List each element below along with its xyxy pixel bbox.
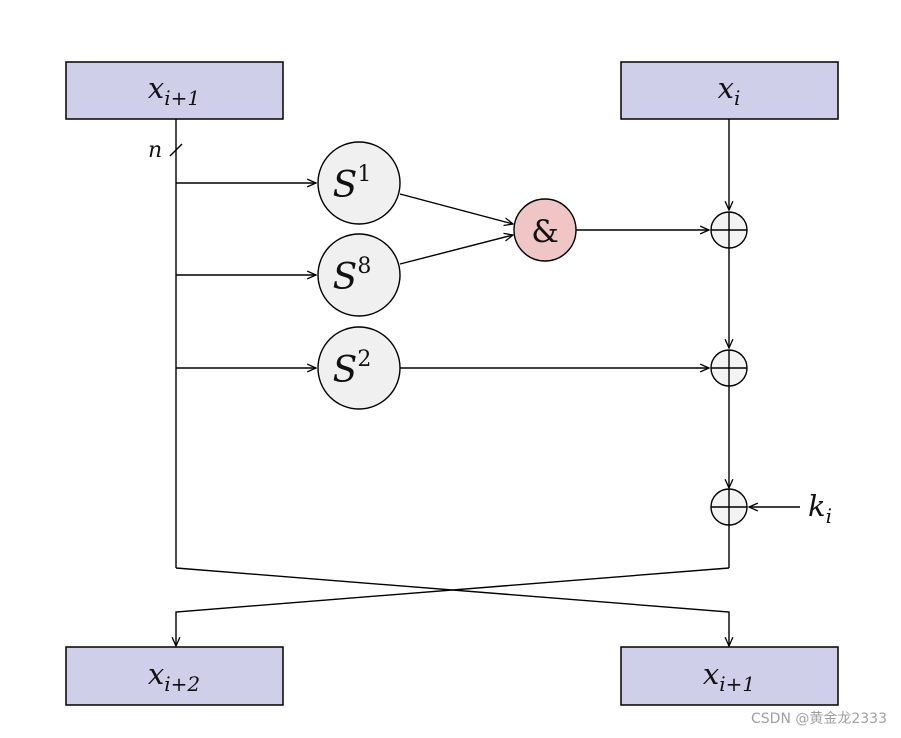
box-bottom-left-sub: i+2	[164, 672, 200, 696]
svg-text:S8: S8	[333, 254, 372, 298]
csdn-watermark: CSDN @黄金龙2333	[751, 711, 887, 727]
key-main: k	[808, 489, 826, 523]
s8-sup: 8	[357, 254, 371, 279]
svg-text:xi+1: xi+1	[148, 71, 200, 110]
key-label: ki	[808, 489, 832, 528]
s8-main: S	[333, 257, 358, 298]
shift-node-s1: S1	[317, 141, 401, 225]
xor-node-3	[710, 488, 748, 526]
s1-to-and-line	[399, 193, 513, 224]
xor-node-2	[710, 349, 748, 387]
box-bottom-right-sub: i+1	[719, 672, 755, 696]
box-top-right: xi	[620, 61, 839, 120]
s2-sup: 2	[357, 347, 371, 372]
svg-text:xi+2: xi+2	[148, 657, 200, 696]
width-slash-mark	[169, 143, 183, 157]
s1-sup: 1	[357, 162, 371, 187]
box-top-right-sub: i	[734, 86, 740, 110]
key-sub: i	[826, 504, 832, 528]
svg-text:xi: xi	[718, 71, 741, 110]
s8-to-and-line	[399, 235, 513, 265]
box-top-left-main: x	[148, 71, 164, 105]
s2-main: S	[333, 350, 358, 391]
right-to-left-cross-path	[176, 567, 730, 646]
box-bottom-left: xi+2	[65, 646, 284, 706]
box-top-left: xi+1	[65, 61, 284, 120]
shift-node-s8: S8	[317, 233, 401, 317]
and-node: &	[513, 198, 577, 262]
svg-text:xi+1: xi+1	[703, 657, 755, 696]
width-label: n	[148, 138, 162, 163]
shift-node-s2: S2	[317, 326, 401, 410]
box-top-left-sub: i+1	[164, 86, 200, 110]
box-bottom-left-main: x	[148, 657, 164, 691]
left-to-right-cross-path	[175, 567, 729, 646]
box-top-right-main: x	[718, 71, 734, 105]
svg-text:S1: S1	[333, 162, 372, 206]
box-bottom-right-main: x	[703, 657, 719, 691]
svg-text:S2: S2	[333, 347, 372, 391]
and-label: &	[531, 214, 559, 250]
xor-node-1	[710, 211, 748, 249]
box-bottom-right: xi+1	[620, 646, 839, 706]
s1-main: S	[333, 165, 358, 206]
